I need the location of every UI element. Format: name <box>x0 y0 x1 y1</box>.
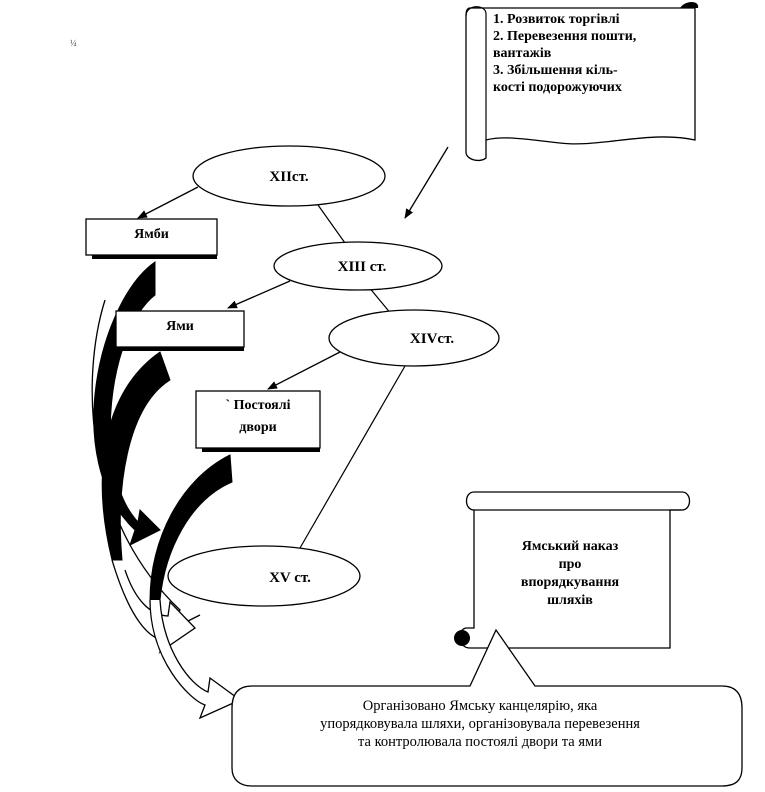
box-dvory <box>195 390 321 449</box>
result-line-2: упорядковувала шляхи, організовувала пер… <box>320 716 640 732</box>
box-yamy-shadow <box>122 347 244 351</box>
box-dvory-shadow <box>202 448 320 452</box>
result-text: Організовано Ямську канцелярію, яка упор… <box>245 697 715 751</box>
result-line-1: Організовано Ямську канцелярію, яка <box>362 698 598 714</box>
century-15-ellipse <box>167 545 361 607</box>
result-callout <box>231 628 743 787</box>
decree-line-4: шляхів <box>547 593 593 608</box>
decree-line-2: про <box>558 557 582 572</box>
curved-arrow-yamy <box>101 351 171 561</box>
decree-scroll-roll-bottom <box>454 630 470 646</box>
century-13-label: ХІІІ ст. <box>338 259 387 275</box>
reasons-scroll-curl-top <box>465 6 487 140</box>
decree-line-1: Ямський наказ <box>521 539 619 554</box>
curved-arrow-dvory-outline <box>149 599 242 720</box>
stray-mark: ¼ <box>70 38 77 48</box>
reasons-line-3: вантажів <box>493 46 552 61</box>
timeline-line-13-14 <box>367 285 393 316</box>
box-yamy-label: Ями <box>166 319 194 334</box>
box-dvory-label-2: двори <box>239 420 277 435</box>
reasons-line-2: 2. Перевезення пошти, <box>493 29 637 44</box>
result-line-3: та контролювала постоялі двори та ями <box>358 734 602 750</box>
decree-line-3: впорядкування <box>520 575 620 590</box>
century-13-ellipse <box>273 241 443 291</box>
reasons-line-1: 1. Розвиток торгівлі <box>493 12 620 27</box>
century-14-ellipse <box>328 309 500 367</box>
reasons-list: 1. Розвиток торгівлі 2. Перевезення пошт… <box>493 11 693 96</box>
box-yamy <box>115 310 245 348</box>
reasons-scroll-corner <box>680 2 699 8</box>
box-yamby <box>85 218 218 256</box>
box-yamby-shadow <box>92 255 217 259</box>
reasons-line-4: 3. Збільшення кіль- <box>493 63 618 78</box>
arrow-13-to-yamy <box>227 280 291 309</box>
arrow-12-to-yamby <box>137 186 199 219</box>
century-12-ellipse <box>192 145 386 207</box>
timeline-line-12-13 <box>317 204 346 244</box>
arrow-14-to-dvory <box>267 351 341 390</box>
timeline-line-14-15 <box>299 365 406 549</box>
box-yamby-label: Ямби <box>134 227 169 242</box>
reasons-line-5: кості подорожуючих <box>493 80 622 95</box>
box-dvory-label-1: ` Постоялі <box>225 398 291 413</box>
century-14-label: XIVст. <box>410 331 454 347</box>
century-12-label: ХІІст. <box>269 169 308 185</box>
century-15-label: XV ст. <box>269 570 311 586</box>
decree-text: Ямський наказ про впорядкування шляхів <box>495 538 645 610</box>
curved-arrow-yamby-outline <box>91 299 201 632</box>
arrow-reasons-to-13 <box>404 146 449 219</box>
